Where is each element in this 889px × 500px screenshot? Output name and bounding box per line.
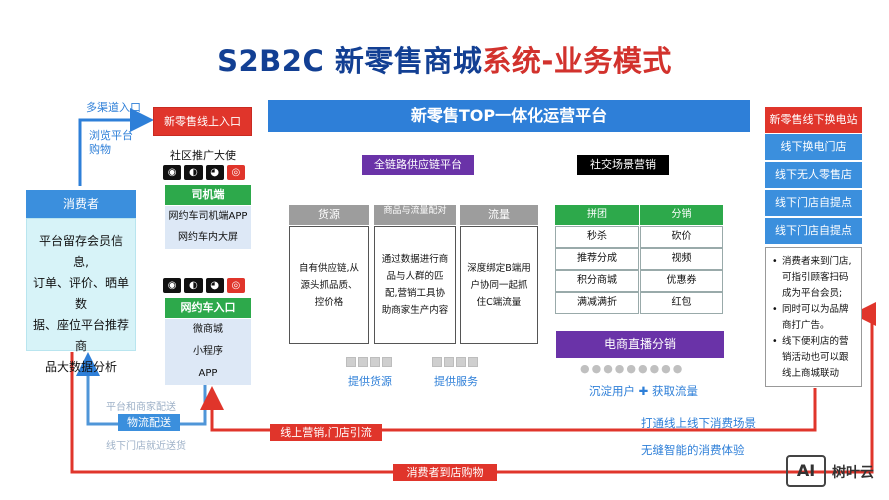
consumer-header: 消费者 (26, 190, 136, 218)
community-ambassador: 社区推广大使 (170, 149, 236, 162)
column-head-traffic: 流量 (460, 205, 538, 225)
logistics-tag: 物流配送 (118, 414, 180, 431)
column-head-source: 货源 (289, 205, 369, 225)
grid-cell: 推荐分成 (555, 248, 639, 270)
watermark-logo-icon: AI (786, 455, 826, 487)
offline-notes: 消费者来到门店,可指引顾客扫码成为平台会员; 同时可以为品牌商打广告。 线下便利… (765, 247, 862, 387)
offline-note: 消费者来到门店,可指引顾客扫码成为平台会员; (770, 254, 857, 302)
wechat-icon: ◐ (184, 278, 203, 293)
open-scene-label: 打通线上线下消费场景 (641, 416, 756, 430)
qq-icon: ◕ (205, 165, 224, 180)
watermark-text: 树叶云 (832, 465, 874, 481)
offline-item: 线下门店自提点 (765, 190, 862, 218)
social-marketing-label: 社交场景营销 (577, 155, 669, 175)
title-accent: 系统-业务模式 (482, 44, 672, 78)
nearby-delivery-label: 线下门店就近送货 (106, 441, 186, 452)
cube-icons-service (432, 352, 480, 371)
offline-item: 线下换电门店 (765, 134, 862, 162)
to-store-tag: 消费者到店购物 (393, 464, 497, 481)
label-browse: 浏览平台 (89, 129, 133, 142)
driver-item-screen: 网约车内大屏 (165, 227, 251, 249)
social-icon-row-1: ◉ ◐ ◕ ◎ (163, 165, 245, 180)
cube-icons-source (346, 352, 394, 371)
grid-cell: 积分商城 (555, 270, 639, 292)
provide-service-label: 提供服务 (434, 375, 478, 388)
consumer-description: 平台留存会员信息, 订单、评价、晒单数 据、座位平台推荐商 品大数据分析 (26, 218, 136, 374)
seamless-label: 无缝智能的消费体验 (641, 443, 745, 457)
driver-item-app: 网约车司机端APP (165, 206, 251, 228)
retain-users-label: 沉淀用户 ✚ 获取流量 (589, 384, 698, 398)
weibo-icon: ◎ (226, 278, 245, 293)
column-body-traffic: 深度绑定B端用户协同一起抓住C端流量 (460, 226, 538, 344)
platform-delivery-label: 平台和商家配送 (106, 402, 176, 413)
offline-entry-header: 新零售线下换电站 (765, 107, 862, 133)
car-item-miniprogram: 小程序 (165, 341, 251, 363)
baidu-icon: ◉ (163, 278, 182, 293)
offline-note: 同时可以为品牌商打广告。 (770, 302, 857, 334)
label-multi-channel: 多渠道入口 (86, 101, 141, 114)
grid-cell: 砍价 (640, 226, 723, 248)
provide-source-label: 提供货源 (348, 375, 392, 388)
driver-bar: 司机端 (165, 185, 251, 205)
grid-cell: 优惠券 (640, 270, 723, 292)
offline-item: 线下门店自提点 (765, 218, 862, 244)
grid-head-group: 拼团 (555, 205, 639, 225)
label-buy: 购物 (89, 143, 111, 156)
online-marketing-tag: 线上营销,门店引流 (270, 424, 382, 441)
supply-chain-label: 全链路供应链平台 (362, 155, 474, 175)
wechat-icon: ◐ (184, 165, 203, 180)
online-entry-header: 新零售线上入口 (153, 107, 252, 136)
car-item-mall: 微商城 (165, 319, 251, 341)
live-commerce-label: 电商直播分销 (556, 331, 724, 358)
grid-cell: 红包 (640, 292, 723, 314)
car-entry-bar: 网约车入口 (165, 298, 251, 318)
weibo-icon: ◎ (226, 165, 245, 180)
grid-cell: 视频 (640, 248, 723, 270)
consumer-line-3: 据、座位平台推荐商 (33, 318, 130, 353)
column-body-match: 通过数据进行商品与人群的匹配,营销工具协助商家生产内容 (374, 226, 456, 344)
car-item-app: APP (165, 363, 251, 385)
baidu-icon: ◉ (163, 165, 182, 180)
column-body-source: 自有供应链,从源头抓品质、控价格 (289, 226, 369, 344)
people-icons: ●●●●●●●●● (580, 362, 685, 375)
consumer-line-2: 订单、评价、晒单数 (33, 276, 130, 311)
column-head-match: 商品与流量配对 (374, 205, 456, 225)
title-main: S2B2C 新零售商城 (217, 44, 483, 78)
grid-cell: 秒杀 (555, 226, 639, 248)
platform-title: 新零售TOP一体化运营平台 (268, 100, 750, 132)
grid-head-distribution: 分销 (640, 205, 723, 225)
social-icon-row-2: ◉ ◐ ◕ ◎ (163, 278, 245, 293)
consumer-line-4: 品大数据分析 (44, 360, 117, 374)
offline-note: 线下便利店的营销活动也可以跟线上商城联动 (770, 334, 857, 382)
consumer-line-1: 平台留存会员信息, (38, 234, 123, 269)
grid-cell: 满减满折 (555, 292, 639, 314)
page-title: S2B2C 新零售商城系统-业务模式 (0, 38, 889, 80)
offline-item: 线下无人零售店 (765, 162, 862, 190)
qq-icon: ◕ (205, 278, 224, 293)
